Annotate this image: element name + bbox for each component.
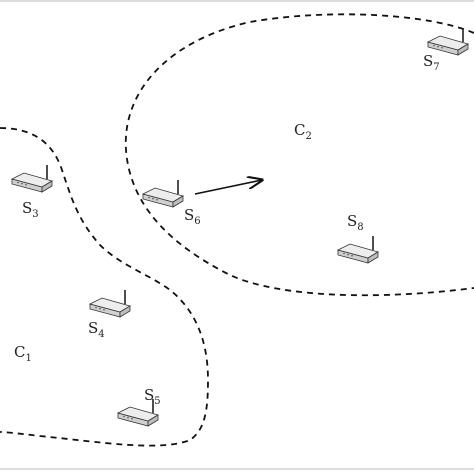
router-icon [11,164,53,193]
sensor-s3: S3 [11,164,53,220]
sensor-s8: S8 [337,212,379,264]
cluster-c2-boundary [124,13,474,297]
sensor-s6: S6 [142,179,201,227]
sensor-label-s5: S5 [144,386,161,407]
cluster-c1-boundary [0,127,209,447]
sensor-label-s4: S4 [88,319,105,340]
sensor-s4: S4 [88,289,131,340]
router-icon [337,235,379,264]
sensor-s5: S5 [117,386,161,427]
sensor-label-s6: S6 [184,206,201,227]
router-icon [89,289,131,318]
router-icon [427,27,469,56]
sensor-label-s8: S8 [347,212,364,233]
router-icon [142,179,184,208]
sensor-s7: S7 [423,27,469,73]
sensor-label-s3: S3 [22,199,39,220]
cluster-label-c2: C2 [294,121,312,142]
movement-arrow [194,180,262,195]
cluster-label-c1: C1 [14,343,32,364]
sensor-label-s7: S7 [423,52,440,73]
